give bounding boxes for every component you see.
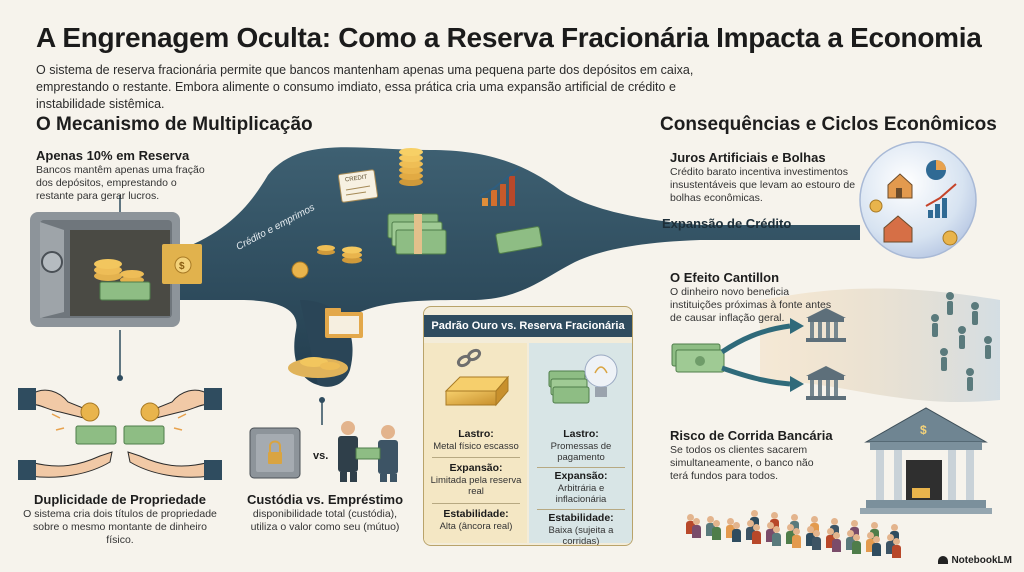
cash-bundle-icon <box>387 213 447 255</box>
fractional-backing: Lastro:Promessas de pagamento <box>550 428 612 464</box>
crowd-person-icon <box>786 524 795 544</box>
crowd-person-icon <box>832 532 841 552</box>
people-crowd-icon <box>931 292 992 391</box>
coins-icon <box>291 245 362 279</box>
interest-text: Crédito barato incentiva investimentos i… <box>670 166 856 204</box>
fractional-stability: Estabilidade:Baixa (sujeita a corridas) <box>548 512 614 546</box>
lock-safe-icon <box>249 427 301 479</box>
cantillon-title: O Efeito Cantillon <box>670 270 780 285</box>
institution-bottom-icon <box>806 366 846 400</box>
comparison-title: Padrão Ouro vs. Reserva Fracionária <box>424 315 632 337</box>
crowd-person-icon <box>846 530 855 550</box>
svg-text:$: $ <box>179 261 185 272</box>
crowd-person-icon <box>826 528 835 548</box>
duplicity-text: O sistema cria dois títulos de proprieda… <box>23 508 217 546</box>
arrow-to-bank-top <box>720 323 791 355</box>
bank-building-icon: $ <box>860 407 992 514</box>
bank-run-text: Se todos os clientes sacarem simultaneam… <box>670 444 814 482</box>
crowd-person-icon <box>806 526 815 546</box>
interest-title: Juros Artificiais e Bolhas <box>670 150 826 165</box>
crowd-person-icon <box>790 514 799 534</box>
comparison-panel: Padrão Ouro vs. Reserva Fracionária Last… <box>423 306 633 546</box>
crowd-person-icon <box>890 524 899 544</box>
crowd-person-icon <box>886 534 895 554</box>
bank-run-title: Risco de Corrida Bancária <box>670 428 833 443</box>
page-title: A Engrenagem Oculta: Como a Reserva Frac… <box>36 22 982 53</box>
crowd-person-icon <box>870 522 879 542</box>
reserve-text: Bancos mantêm apenas uma fração dos depó… <box>36 164 205 202</box>
bank-run-queue <box>680 470 920 572</box>
crowd-person-icon <box>892 538 901 558</box>
cash-source-icon <box>671 343 725 373</box>
crowd-person-icon <box>706 516 715 536</box>
crowd-person-icon <box>792 528 801 548</box>
crowd-person-icon <box>770 512 779 532</box>
crowd-person-icon <box>810 516 819 536</box>
gold-backing: Lastro:Metal físico escasso <box>433 428 519 453</box>
svg-text:$: $ <box>920 423 927 437</box>
credit-document-icon <box>337 169 379 203</box>
gold-expansion: Expansão:Limitada pela reserva real <box>430 462 522 498</box>
cash-bill-icon <box>495 226 543 254</box>
gold-standard-column: Lastro:Metal físico escasso Expansão:Lim… <box>424 343 527 543</box>
coins-pile-icon <box>288 357 348 378</box>
crowd-person-icon <box>772 526 781 546</box>
duplicity-title: Duplicidade de Propriedade <box>34 492 206 507</box>
gold-coins-stack-icon <box>399 148 423 186</box>
brand-icon <box>938 556 949 565</box>
custody-title: Custódia vs. Empréstimo <box>246 492 404 507</box>
crowd-person-icon <box>726 518 735 538</box>
fractional-column: Lastro:Promessas de pagamento Expansão:A… <box>529 343 632 546</box>
brand-label: NotebookLM <box>938 555 1012 566</box>
crowd-person-icon <box>686 514 695 534</box>
reserve-title: Apenas 10% em Reserva <box>36 148 190 163</box>
section-title-mechanism: O Mecanismo de Multiplicação <box>36 114 313 135</box>
vault-icon: $ <box>30 212 202 327</box>
crowd-person-icon <box>750 510 759 530</box>
economic-bubble-icon <box>859 141 977 259</box>
crowd-person-icon <box>866 532 875 552</box>
crowd-person-icon <box>712 520 721 540</box>
growth-chart-icon <box>479 167 519 206</box>
cantillon-text: O dinheiro novo beneficia instituições p… <box>670 286 832 324</box>
crowd-person-icon <box>812 530 821 550</box>
crowd-person-icon <box>766 522 775 542</box>
crowd-person-icon <box>872 536 881 556</box>
intro-text: O sistema de reserva fracionária permite… <box>36 63 694 111</box>
crowd-person-icon <box>692 518 701 538</box>
gold-bar-icon <box>444 348 510 407</box>
crowd-person-icon <box>830 518 839 538</box>
hands-exchange-icon <box>18 388 222 480</box>
cash-lightbulb-icon <box>548 354 618 404</box>
crowd-person-icon <box>746 520 755 540</box>
crowd-person-icon <box>850 520 859 540</box>
loan-people-icon <box>338 421 398 482</box>
gold-stability: Estabilidade:Alta (âncora real) <box>439 508 513 533</box>
custody-text: disponibilidade total (custódia), utiliz… <box>250 508 400 533</box>
crowd-person-icon <box>852 534 861 554</box>
fractional-expansion: Expansão:Arbitrária e inflacionária <box>554 470 608 506</box>
credit-expansion-label: Expansão de Crédito <box>662 216 792 231</box>
section-title-consequences: Consequências e Ciclos Econômicos <box>660 114 997 135</box>
credit-pipe <box>180 147 860 385</box>
folder-icon <box>325 308 363 338</box>
arrow-to-bank-bottom <box>721 365 791 387</box>
crowd-person-icon <box>732 522 741 542</box>
institution-top-icon <box>806 308 846 342</box>
crowd-person-icon <box>752 524 761 544</box>
vs-label: vs. <box>313 450 329 462</box>
